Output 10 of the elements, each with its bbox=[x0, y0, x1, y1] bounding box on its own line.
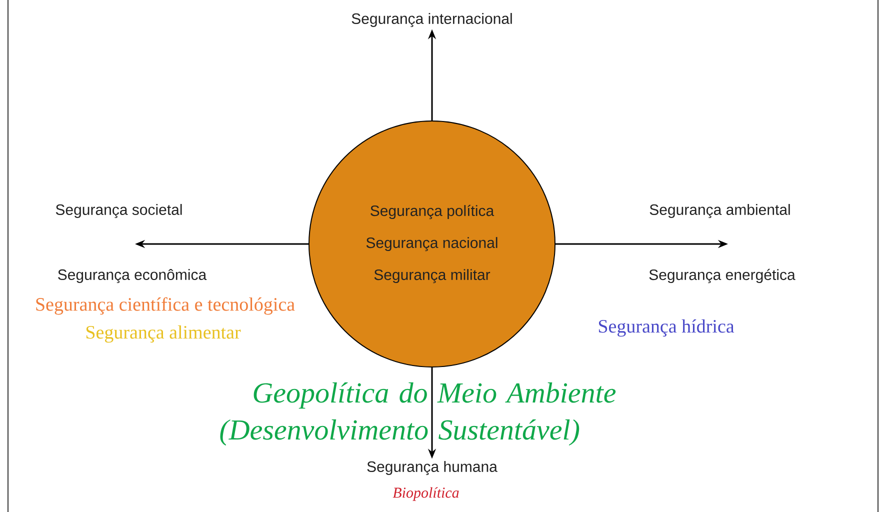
text-label: Segurança econômica bbox=[58, 268, 207, 284]
text-label: Segurança humana bbox=[367, 460, 498, 476]
text-label: Biopolítica bbox=[392, 487, 459, 501]
text-label: Segurança internacional bbox=[352, 12, 512, 28]
text-label: Segurança ambiental bbox=[650, 204, 790, 218]
text-label: Segurança energética bbox=[649, 268, 796, 284]
heading-text: Geopolítica do Meio Ambiente (Desenvolvimento Sustentável) bbox=[220, 382, 616, 446]
text-label: Segurança alimentar bbox=[86, 325, 241, 343]
text-label: Segurança hídrica bbox=[598, 319, 734, 337]
text-label: Segurança societal bbox=[56, 204, 182, 218]
